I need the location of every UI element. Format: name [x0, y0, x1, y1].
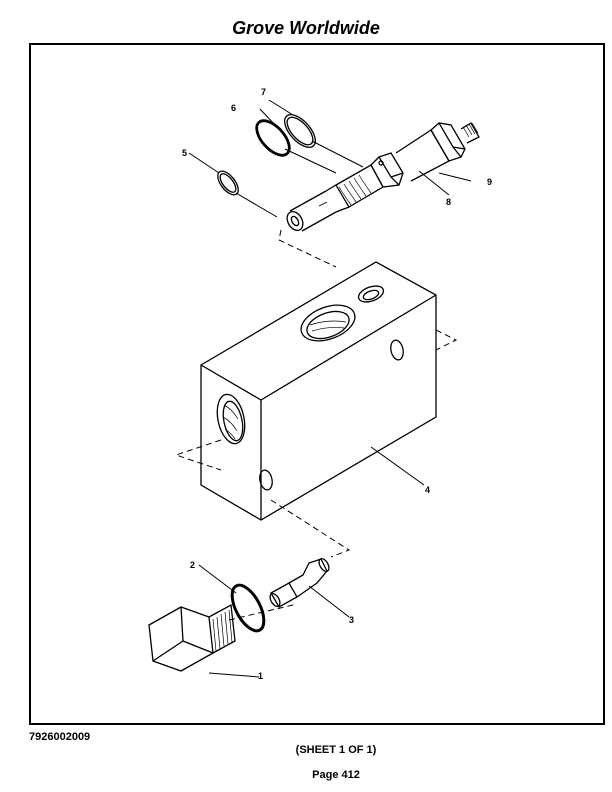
- callout-4: 4: [425, 485, 430, 495]
- callout-6: 6: [231, 103, 236, 113]
- o-ring-2: [230, 583, 266, 633]
- drawing-part-number: 7926002009: [29, 731, 91, 743]
- o-ring-7: [284, 114, 364, 168]
- hex-plug: [148, 603, 236, 672]
- valve-block: [200, 261, 437, 521]
- poppet-3: [269, 557, 330, 608]
- backup-ring-6: [255, 119, 337, 174]
- exploded-view-drawing: 1 2 3 4 5 6 7 8 9: [148, 87, 492, 681]
- callout-9: 9: [487, 177, 492, 187]
- callout-8: 8: [446, 197, 451, 207]
- drawing-frame: 1 2 3 4 5 6 7 8 9: [29, 43, 605, 725]
- callout-5: 5: [182, 148, 187, 158]
- callout-2: 2: [190, 560, 195, 570]
- cartridge-valve: [286, 122, 480, 232]
- o-ring-5: [217, 170, 278, 218]
- callout-3: 3: [349, 615, 354, 625]
- sheet-indicator: (SHEET 1 OF 1): [295, 744, 377, 756]
- page-title: Grove Worldwide: [232, 18, 380, 38]
- callout-1: 1: [258, 671, 263, 681]
- page-number: Page 412: [312, 769, 360, 781]
- callout-7: 7: [261, 87, 266, 97]
